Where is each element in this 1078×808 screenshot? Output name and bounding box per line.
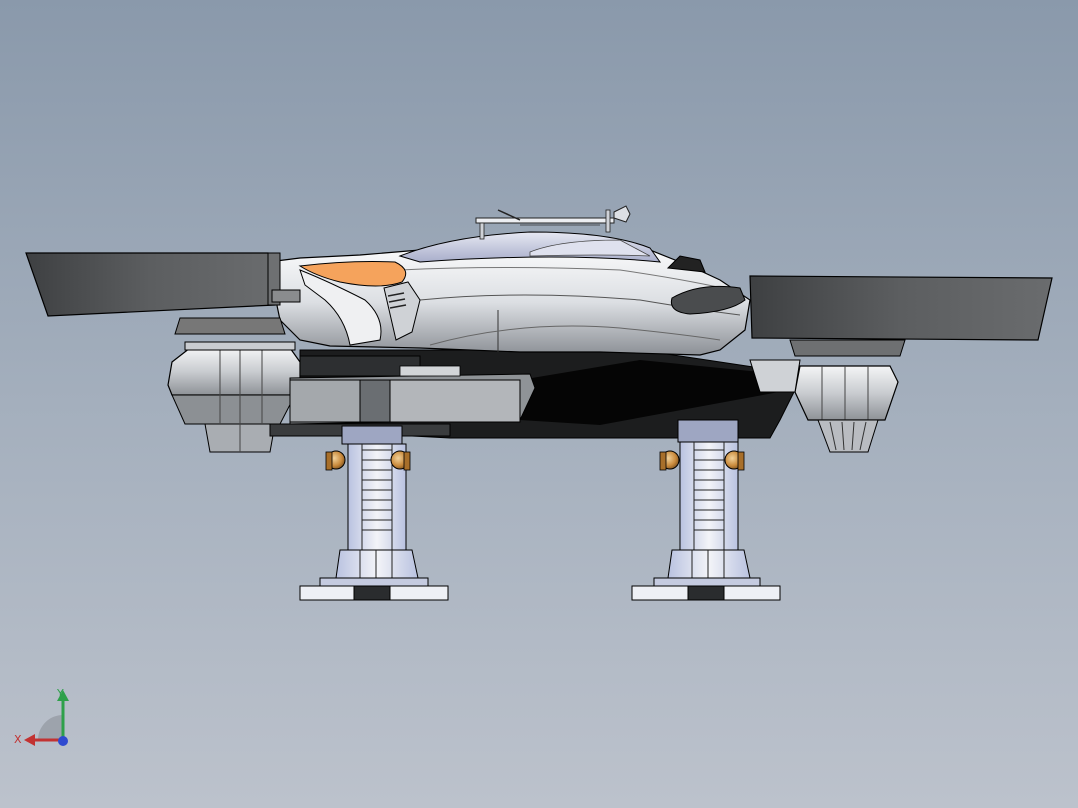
axis-triad-icon: [24, 690, 69, 746]
left-thruster-pod: [167, 341, 301, 453]
orange-fin: [298, 261, 421, 346]
right-wing: [749, 275, 1053, 357]
canopy: [398, 205, 662, 263]
left-wing: [25, 252, 301, 335]
left-landing-leg: [299, 425, 449, 601]
right-landing-leg: [631, 419, 781, 601]
right-thruster-pod: [749, 359, 899, 453]
y-axis-label: Y: [57, 687, 64, 700]
x-axis-label: X: [14, 733, 22, 746]
